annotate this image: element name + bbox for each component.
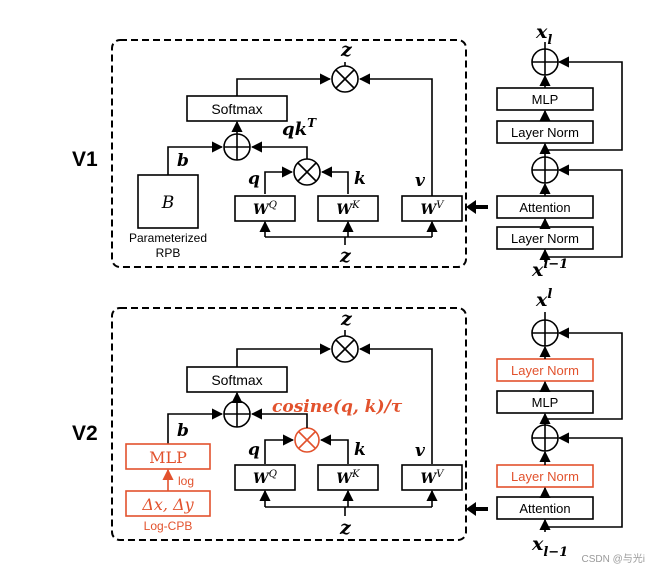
- v2-block-input: xl−1: [531, 533, 568, 560]
- v1-softmax-label: Softmax: [211, 101, 262, 117]
- v1-block-residual-bottom: [545, 164, 623, 258]
- v2-wire-b: [167, 408, 224, 444]
- v2-add-op-icon: [223, 400, 251, 428]
- v2-k-label: k: [354, 440, 366, 460]
- v1-wk-box: [317, 195, 379, 222]
- v1-block-ln-bottom-label: Layer Norm: [511, 231, 579, 246]
- v2-row-label: V2: [72, 422, 98, 445]
- v2-b-label: b: [177, 421, 189, 441]
- v1-qkt-label: qkT: [282, 116, 317, 140]
- v1-row-label: V1: [72, 148, 98, 171]
- v2-block-residual-top: [545, 327, 623, 420]
- v2-z-input-fanout: [259, 489, 438, 516]
- v2-cpb-log-label: log: [178, 474, 194, 488]
- v1-block-add-top-icon: [531, 48, 559, 76]
- v2-cpb-mlp-label: MLP: [149, 448, 187, 467]
- v2-wv-label: WV: [421, 469, 446, 487]
- v2-cpb-delta-label: Δx, Δy: [141, 495, 194, 514]
- v2-block-add-mid-icon: [531, 424, 559, 452]
- v1-z-input: z: [339, 245, 352, 267]
- v2-block-attention-label: Attention: [519, 501, 570, 516]
- v2-block-mlp-label: MLP: [532, 395, 559, 410]
- v1-block-output: xl: [535, 21, 552, 48]
- v1-wire-b: [167, 141, 224, 175]
- v2-wk-box: [317, 464, 379, 491]
- v1-block-ln-top-label: Layer Norm: [511, 125, 579, 140]
- v2-wq-box: [234, 464, 296, 491]
- v2-wire-q-to-mul: [264, 434, 295, 464]
- v2-block-add-top-icon: [531, 319, 559, 347]
- v1-block-attention-label: Attention: [519, 200, 570, 215]
- v1-b-label: b: [177, 151, 189, 171]
- v2-cosine-multiply-icon: [294, 427, 320, 453]
- v2-block-ln-mid-label: Layer Norm: [511, 469, 579, 484]
- v2-wire-v-to-mul: [358, 343, 433, 464]
- v2-block-ln-top-label: Layer Norm: [511, 363, 579, 378]
- v1-wire-k-to-mul: [320, 166, 349, 194]
- watermark-text: CSDN @与光i: [582, 552, 646, 565]
- v2-cpb-delta-box: [125, 490, 211, 517]
- v2-block-output: xl: [535, 287, 552, 311]
- v2-z-input: z: [339, 517, 352, 539]
- v2-z-output: z: [340, 308, 353, 330]
- v1-v-label: v: [415, 171, 426, 191]
- v1-multiply-op-icon: [331, 65, 359, 93]
- v1-B-label: B: [161, 193, 175, 213]
- v2-v-label: v: [415, 441, 426, 461]
- v2-softmax-label: Softmax: [211, 372, 262, 388]
- v1-block-residual-top: [545, 56, 623, 151]
- v1-rpb-caption-line2: RPB: [156, 246, 181, 260]
- v1-wq-box: [234, 195, 296, 222]
- v2-multiply-op-icon: [331, 335, 359, 363]
- v1-rpb-caption-line1: Parameterized: [129, 231, 207, 245]
- v1-z-output: z: [340, 39, 353, 61]
- v1-wv-label: WV: [421, 200, 446, 218]
- v2-wire-cos-to-add: [250, 408, 308, 428]
- v2-wire-k-to-mul: [319, 434, 349, 464]
- v2-wk-label: WK: [336, 469, 360, 487]
- v1-k-label: k: [354, 169, 366, 189]
- v1-block-add-mid-icon: [531, 156, 559, 184]
- v1-qk-multiply-icon: [293, 158, 321, 186]
- v1-add-op-icon: [223, 133, 251, 161]
- v1-rpb-box: [137, 174, 199, 229]
- v1-wire-q-to-mul: [264, 166, 294, 194]
- v2-wq-label: WQ: [253, 469, 277, 487]
- v1-expand-arrowhead-icon: [466, 200, 476, 214]
- v2-attention-frame: [111, 307, 467, 541]
- v2-q-label: q: [248, 440, 260, 460]
- v2-wv-box: [401, 464, 463, 491]
- v2-wire-softmax-to-mul: [236, 343, 332, 367]
- v1-wq-label: WQ: [253, 200, 277, 218]
- v2-softmax-box: [186, 366, 288, 393]
- v1-block-input: xl−1: [531, 257, 568, 281]
- v1-wire-qk-to-add: [250, 141, 308, 159]
- v1-q-label: q: [248, 169, 260, 189]
- v1-wire-softmax-to-mul: [236, 73, 332, 96]
- v2-expand-arrowhead-icon: [466, 502, 476, 516]
- v1-wire-v-to-mul: [358, 73, 433, 196]
- v1-block-mlp-label: MLP: [532, 92, 559, 107]
- v2-block-residual-bottom: [545, 432, 623, 528]
- v2-logcpb-caption: Log-CPB: [144, 519, 193, 533]
- v1-wk-label: WK: [336, 200, 360, 218]
- v1-attention-frame: [111, 39, 467, 268]
- v1-z-input-fanout: [259, 220, 438, 245]
- v2-cosine-label: cosine(q, k)/τ: [272, 397, 403, 417]
